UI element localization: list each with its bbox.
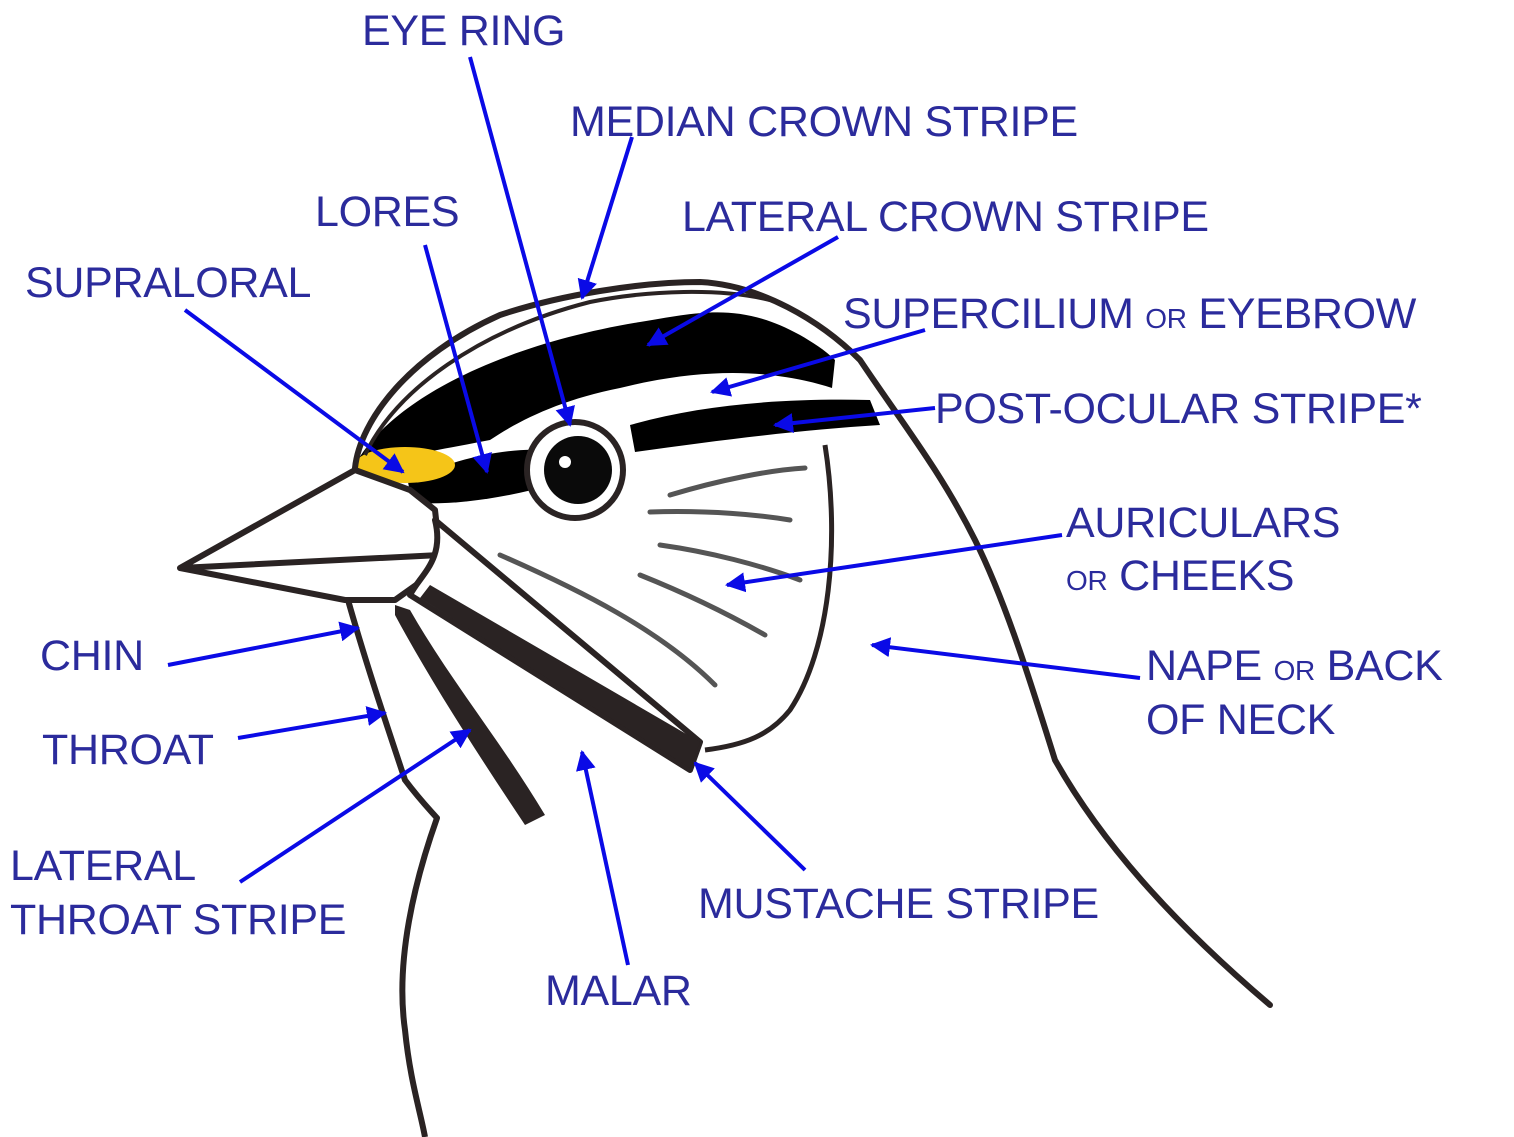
beak-lower [180,568,440,600]
label-supraloral: SUPRALORAL [25,257,311,309]
label-nape: NAPE OR BACK [1146,640,1443,697]
mustache-stripe-dark [420,585,700,768]
nape-alt: BACK [1327,642,1443,690]
arrow-nape [872,645,1140,678]
label-auriculars-line2: OR CHEEKS [1066,550,1294,607]
label-auriculars: AURICULARS [1066,497,1340,549]
arrow-chin [168,628,358,665]
eye-pupil [544,436,612,504]
label-lateral-throat-line1: LATERAL [10,840,196,892]
arrow-mustache [695,763,805,870]
auriculars-alt: CHEEKS [1119,552,1294,600]
nape-or: OR [1274,655,1315,686]
auriculars-or: OR [1066,565,1107,596]
label-lateral-throat-line2: THROAT STRIPE [10,894,346,946]
arrow-malar [582,752,628,965]
eye-highlight [559,456,571,468]
auricular-outline [705,445,832,750]
label-lateral-crown-stripe: LATERAL CROWN STRIPE [682,191,1209,243]
nape-text: NAPE [1146,642,1262,690]
supercilium-alt: EYEBROW [1198,290,1416,338]
post-ocular-stripe-band [630,400,880,452]
arrow-auriculars [727,535,1062,585]
label-nape-line2: OF NECK [1146,694,1335,746]
arrow-throat [238,713,385,738]
label-mustache-stripe: MUSTACHE STRIPE [698,878,1099,930]
arrow-lateral-throat [240,730,470,882]
label-post-ocular-stripe: POST-OCULAR STRIPE* [935,383,1422,435]
supercilium-or: OR [1145,303,1186,334]
label-malar: MALAR [545,965,692,1017]
arrow-supraloral [185,310,403,472]
label-median-crown-stripe: MEDIAN CROWN STRIPE [570,96,1078,148]
supercilium-text: SUPERCILIUM [843,290,1134,338]
label-lores: LORES [315,186,459,238]
label-chin: CHIN [40,630,144,682]
arrow-median-crown [582,137,632,298]
label-throat: THROAT [42,724,214,776]
throat-outline [348,600,437,1137]
beak [180,470,440,568]
label-supercilium: SUPERCILIUM OR EYEBROW [843,288,1416,345]
label-eye-ring: EYE RING [362,5,565,57]
